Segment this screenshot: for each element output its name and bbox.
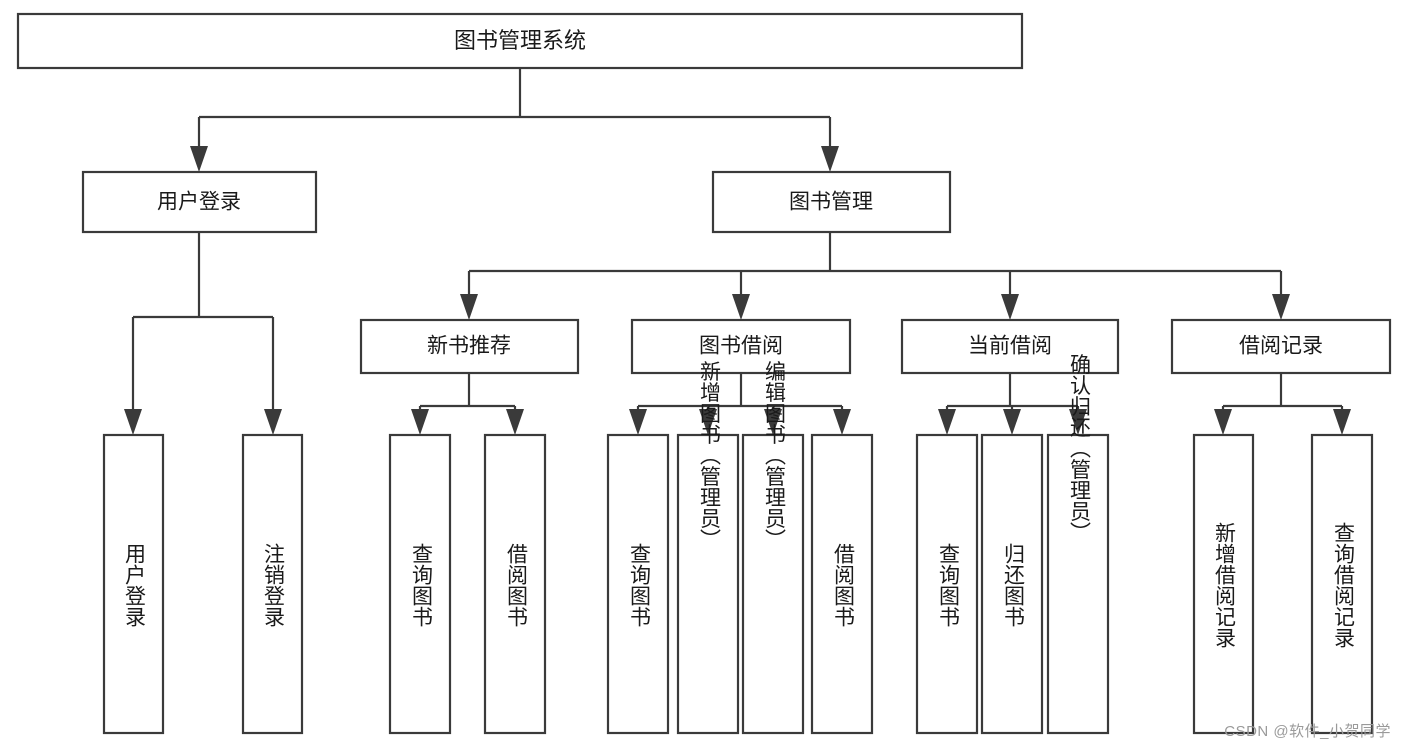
leaf-new-book-1[interactable]: 查询图书: [388, 433, 452, 735]
leaf-book-borrow-3-box[interactable]: [741, 433, 805, 735]
arrowhead-leaf-bookborrow-1: [629, 409, 647, 435]
leaf-borrow-record-1-box[interactable]: [1192, 433, 1255, 735]
leaf-book-borrow-3-label: 编辑图书（管理员）: [762, 361, 786, 550]
leaf-borrow-record-1[interactable]: 新增借阅记录: [1192, 433, 1255, 735]
node-root[interactable]: 图书管理系统: [16, 12, 1024, 70]
node-borrow-record-label: 借阅记录: [1239, 335, 1323, 358]
leaf-book-borrow-2-box[interactable]: [676, 433, 740, 735]
leaf-current-borrow-1-label: 查询图书: [936, 543, 960, 627]
node-book-borrow[interactable]: 图书借阅: [630, 318, 852, 375]
leaf-book-borrow-1[interactable]: 查询图书: [606, 433, 670, 735]
node-user-login[interactable]: 用户登录: [81, 170, 318, 234]
arrowhead-leaf-user-login-2: [264, 409, 282, 435]
arrowhead-bookborrow: [732, 294, 750, 320]
node-book-management-label: 图书管理: [789, 191, 873, 214]
leaf-user-login-2-box[interactable]: [241, 433, 304, 735]
arrowhead-leaf-borrowrecord-2: [1333, 409, 1351, 435]
leaf-current-borrow-3-box[interactable]: [1046, 433, 1110, 735]
node-new-book-recommend-box[interactable]: [359, 318, 580, 375]
leaf-book-borrow-4[interactable]: 借阅图书: [810, 433, 874, 735]
leaf-new-book-1-label: 查询图书: [409, 543, 433, 627]
node-book-borrow-box[interactable]: [630, 318, 852, 375]
arrowhead-leaf-user-login-1: [124, 409, 142, 435]
arrowhead-leaf-currentborrow-2: [1003, 409, 1021, 435]
node-book-management[interactable]: 图书管理: [711, 170, 952, 234]
arrowhead-leaf-bookborrow-3: [764, 409, 782, 435]
leaf-user-login-2-label: 注销登录: [261, 543, 285, 627]
node-new-book-recommend[interactable]: 新书推荐: [359, 318, 580, 375]
arrowhead-bookmgmt: [821, 146, 839, 172]
leaf-book-borrow-3[interactable]: 编辑图书（管理员）: [741, 361, 805, 735]
leaf-current-borrow-1[interactable]: 查询图书: [915, 433, 979, 735]
arrowhead-newbook: [460, 294, 478, 320]
arrowhead-leaf-bookborrow-2: [699, 409, 717, 435]
node-root-label: 图书管理系统: [454, 28, 586, 53]
leaf-user-login-1[interactable]: 用户登录: [102, 433, 165, 735]
leaf-book-borrow-1-label: 查询图书: [627, 543, 651, 627]
leaf-current-borrow-3-label: 确认归还（管理员）: [1067, 354, 1091, 543]
node-book-management-box[interactable]: [711, 170, 952, 234]
leaf-borrow-record-1-label: 新增借阅记录: [1212, 522, 1236, 648]
leaf-book-borrow-2[interactable]: 新增图书（管理员）: [676, 361, 740, 735]
node-user-login-label: 用户登录: [157, 191, 241, 214]
arrowhead-leaf-newbook-1: [411, 409, 429, 435]
arrowhead-leaf-currentborrow-1: [938, 409, 956, 435]
leaf-new-book-2-label: 借阅图书: [504, 543, 528, 627]
leaf-new-book-2-box[interactable]: [483, 433, 547, 735]
node-user-login-box[interactable]: [81, 170, 318, 234]
connector-layer: [124, 68, 1351, 435]
leaf-current-borrow-3[interactable]: 确认归还（管理员）: [1046, 354, 1110, 735]
arrowhead-leaf-borrowrecord-1: [1214, 409, 1232, 435]
leaf-borrow-record-2[interactable]: 查询借阅记录: [1310, 433, 1374, 735]
leaf-book-borrow-4-label: 借阅图书: [831, 543, 855, 627]
arrowhead-userlogin: [190, 146, 208, 172]
node-current-borrow[interactable]: 当前借阅: [900, 318, 1120, 375]
leaf-new-book-2[interactable]: 借阅图书: [483, 433, 547, 735]
leaf-user-login-1-label: 用户登录: [122, 543, 146, 627]
arrowhead-leaf-bookborrow-4: [833, 409, 851, 435]
arrowhead-borrowrecord: [1272, 294, 1290, 320]
node-new-book-recommend-label: 新书推荐: [427, 335, 511, 358]
leaf-borrow-record-2-label: 查询借阅记录: [1331, 522, 1355, 648]
leaf-book-borrow-4-box[interactable]: [810, 433, 874, 735]
arrowhead-leaf-currentborrow-3: [1069, 409, 1087, 435]
node-root-box[interactable]: [16, 12, 1024, 70]
node-current-borrow-box[interactable]: [900, 318, 1120, 375]
arrowhead-leaf-newbook-2: [506, 409, 524, 435]
leaf-user-login-2[interactable]: 注销登录: [241, 433, 304, 735]
leaf-book-borrow-2-label: 新增图书（管理员）: [697, 361, 721, 550]
node-borrow-record-box[interactable]: [1170, 318, 1392, 375]
leaf-current-borrow-2[interactable]: 归还图书: [980, 433, 1044, 735]
leaf-book-borrow-1-box[interactable]: [606, 433, 670, 735]
leaf-current-borrow-2-box[interactable]: [980, 433, 1044, 735]
leaf-user-login-1-box[interactable]: [102, 433, 165, 735]
leaf-current-borrow-2-label: 归还图书: [1001, 543, 1025, 627]
leaf-borrow-record-2-box[interactable]: [1310, 433, 1374, 735]
leaf-new-book-1-box[interactable]: [388, 433, 452, 735]
node-current-borrow-label: 当前借阅: [968, 335, 1052, 358]
node-borrow-record[interactable]: 借阅记录: [1170, 318, 1392, 375]
arrowhead-currentborrow: [1001, 294, 1019, 320]
node-book-borrow-label: 图书借阅: [699, 335, 783, 358]
leaf-current-borrow-1-box[interactable]: [915, 433, 979, 735]
